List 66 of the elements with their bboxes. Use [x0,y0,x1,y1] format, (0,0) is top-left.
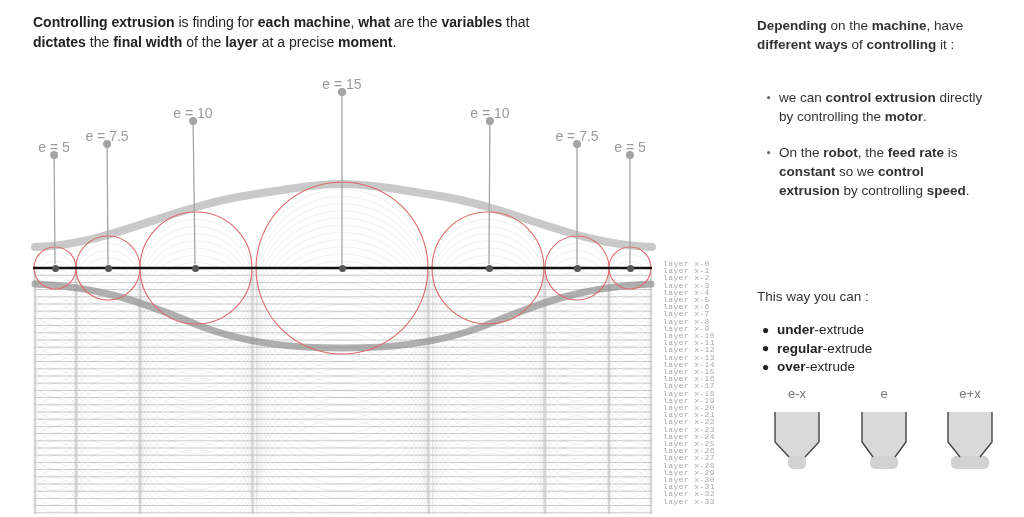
center-dot [573,264,581,272]
list-item-text: over-extrude [777,358,857,376]
layer-label: layer x-27 [663,454,715,462]
paragraph-text: This way you can : [757,288,870,306]
leader-line [573,140,581,266]
layer-label: layer x-31 [663,483,715,491]
layer-label: layer x-14 [663,360,715,368]
bullet-text: On the robot, the feed rate is constant so we control extrusion by controlling speed. [779,144,971,200]
leader-line [485,117,494,266]
layer-label: layer x-25 [663,440,715,448]
list-item-text: regular-extrude [777,339,874,358]
layer-label: layer x-3 [663,281,710,289]
center-dot [191,264,199,272]
layer-label: layer x-26 [663,447,715,455]
leader-line [626,151,634,266]
list-item-text: under-extrude [777,321,866,339]
intro-paragraph: Depending on the machine, have different ways of controlling it : [757,17,965,54]
leader-line [189,117,198,266]
layer-label: layer x-30 [663,476,715,484]
layer-label: layer x-0 [663,260,710,268]
layer-label: layer x-1 [663,267,710,275]
layer-label: layer x-5 [663,296,710,304]
layer-label: layer x-7 [663,310,710,318]
nozzle-label: e-x [787,386,807,402]
layer-label: layer x-13 [663,353,715,361]
layer-label: layer x-12 [663,346,715,354]
extrusion-value-label: e = 5 [614,139,646,155]
layer-label: layer x-16 [663,375,715,383]
leader-line [103,140,112,266]
layer-label: layer x-21 [663,411,715,419]
center-dot [485,264,493,272]
layer-label: layer x-8 [663,317,710,325]
layer-label: layer x-28 [663,461,715,469]
layer-label: layer x-19 [663,396,715,404]
extrusion-value-label: e = 7.5 [85,128,129,144]
layer-label: layer x-29 [663,468,715,476]
layer-label: layer x-11 [663,339,715,347]
extrusion-value-label: e = 10 [470,105,510,121]
layer-label: layer x-10 [663,332,715,340]
extrusion-value-label: e = 15 [322,76,362,92]
layer-label: layer x-23 [663,425,715,433]
leader-line [50,151,59,266]
layer-label: layer x-15 [663,368,715,376]
layer-label: layer x-17 [663,382,715,390]
extrusion-value-label: e = 7.5 [555,128,599,144]
extrusion-value-label: e = 10 [173,105,213,121]
nozzle-label: e+x [959,386,981,402]
center-dot [626,264,634,272]
layer-label: layer x-20 [663,404,715,412]
layer-label: layer x-33 [663,497,715,505]
nozzle-label: e [880,386,888,402]
center-dot [51,264,59,272]
extrusion-value-label: e = 5 [38,139,70,155]
center-dot [338,264,346,272]
leader-line [338,88,346,266]
layer-label: layer x-18 [663,389,715,397]
layer-label: layer x-22 [663,418,715,426]
bullet-text: we can control extrusion directly by controlling the motor. [779,89,984,126]
layer-label: layer x-32 [663,490,715,498]
heading-text: Controlling extrusion is finding for each machine, what are the variables that dictates the final width of the layer at a precise moment. [33,13,531,52]
layer-label: layer x-4 [663,288,710,296]
layer-label: layer x-9 [663,324,710,332]
layer-label: layer x-24 [663,432,715,440]
center-dot [104,264,112,272]
layer-label: layer x-2 [663,274,710,282]
layer-label: layer x-6 [663,303,710,311]
